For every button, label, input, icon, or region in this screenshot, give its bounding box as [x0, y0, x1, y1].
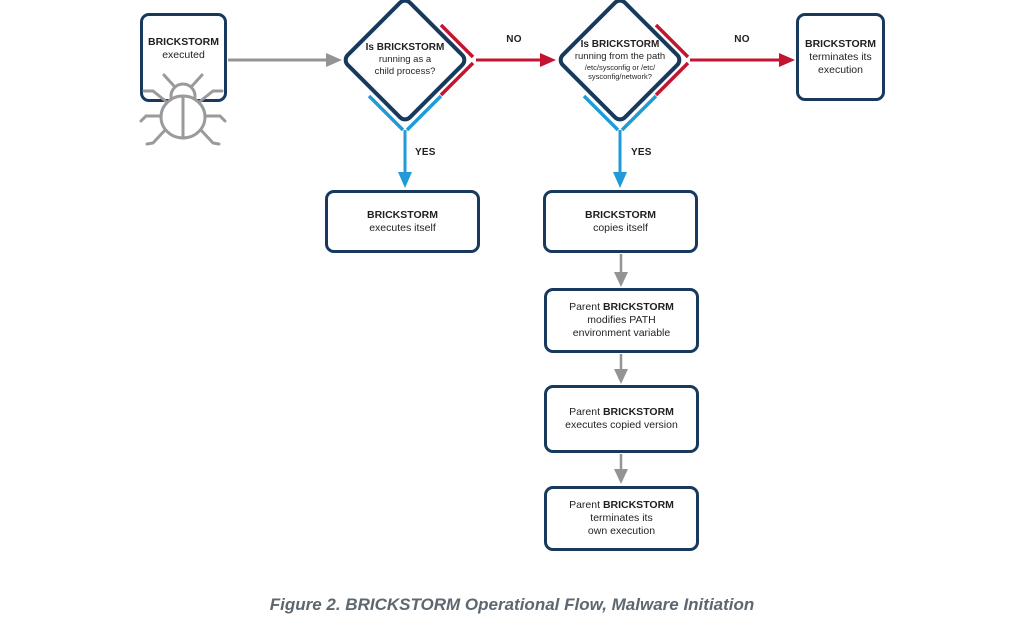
node-text-prefix: Parent	[569, 406, 603, 418]
node-parent-executes-copied-version: Parent BRICKSTORM executes copied versio…	[544, 385, 699, 453]
blue-yes-chevron-icon	[582, 94, 658, 132]
edge-no-decision1-to-decision2	[476, 53, 556, 67]
edge-no-decision2-to-terminates	[690, 53, 795, 67]
blue-yes-chevron-icon	[367, 94, 443, 132]
node-title-bold: BRICKSTORM	[602, 499, 674, 511]
decision-path-text: /etc/sysconfig or /etc/	[584, 63, 656, 72]
node-text: terminates its	[590, 512, 653, 524]
edge-yes-decision2-to-copies-itself	[613, 130, 627, 188]
node-text: modifies PATH	[587, 314, 656, 326]
decision-title: Is BRICKSTORM	[365, 42, 445, 53]
node-text: executes copied version	[565, 419, 678, 431]
node-text-prefix: Parent	[569, 499, 603, 511]
node-title: BRICKSTORM	[585, 208, 656, 221]
decision-text: running from the path	[574, 51, 666, 62]
edge-yes-decision1-to-executes-itself	[398, 130, 412, 188]
node-title: Parent BRICKSTORM	[569, 301, 674, 314]
node-text: executed	[162, 48, 205, 61]
edge-copies-to-modifies-path	[614, 254, 628, 287]
node-brickstorm-terminates-execution: BRICKSTORM terminates its execution	[796, 13, 885, 101]
node-title-bold: BRICKSTORM	[602, 301, 674, 313]
node-brickstorm-executes-itself: BRICKSTORM executes itself	[325, 190, 480, 253]
node-parent-terminates-own-execution: Parent BRICKSTORM terminates its own exe…	[544, 486, 699, 551]
edge-executed-to-child-decision	[228, 53, 342, 67]
edge-executes-copy-to-terminates-own	[614, 454, 628, 484]
node-text: own execution	[587, 525, 656, 537]
node-text: terminates its	[809, 50, 872, 63]
decision-text-running-from-path: Is BRICKSTORM running from the path /etc…	[558, 24, 682, 96]
node-brickstorm-executed: BRICKSTORM executed	[140, 13, 227, 102]
decision-path-text: sysconfig/network?	[588, 72, 652, 81]
edge-label-yes-2: YES	[631, 147, 652, 158]
edge-label-yes-1: YES	[415, 147, 436, 158]
node-text-prefix: Parent	[569, 301, 603, 313]
decision-title: Is BRICKSTORM	[580, 39, 660, 50]
edge-modifies-path-to-executes-copy	[614, 354, 628, 384]
node-title: BRICKSTORM	[805, 37, 876, 50]
node-title: Parent BRICKSTORM	[569, 499, 674, 512]
node-brickstorm-copies-itself: BRICKSTORM copies itself	[543, 190, 698, 253]
node-parent-modifies-path: Parent BRICKSTORM modifies PATH environm…	[544, 288, 699, 353]
node-title: BRICKSTORM	[148, 35, 219, 48]
node-text: executes itself	[369, 221, 436, 234]
decision-text: child process?	[374, 66, 436, 77]
decision-text-child-process: Is BRICKSTORM running as a child process…	[345, 28, 465, 92]
node-title: BRICKSTORM	[367, 208, 438, 221]
node-text: execution	[818, 63, 863, 76]
edge-label-no-2: NO	[734, 34, 750, 45]
node-title: Parent BRICKSTORM	[569, 406, 674, 419]
node-title-bold: BRICKSTORM	[602, 406, 674, 418]
decision-text: running as a	[378, 54, 432, 65]
edge-label-no-1: NO	[506, 34, 522, 45]
node-text: environment variable	[572, 327, 671, 339]
node-text: copies itself	[593, 221, 648, 234]
figure-caption: Figure 2. BRICKSTORM Operational Flow, M…	[269, 595, 755, 614]
